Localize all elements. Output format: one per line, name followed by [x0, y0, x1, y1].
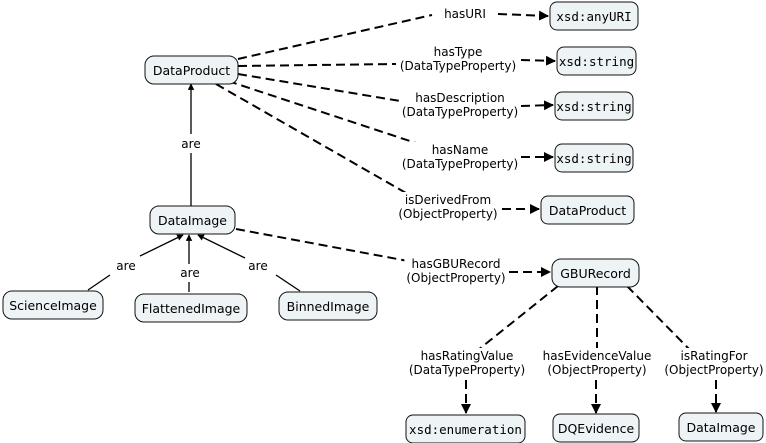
svg-text:xsd:enumeration: xsd:enumeration: [409, 422, 522, 437]
edge-line-is-rating-for-a: [626, 285, 691, 351]
node-data-product-derived[interactable]: DataProduct: [540, 195, 635, 225]
node-xsd-string-name[interactable]: xsd:string: [554, 143, 634, 173]
svg-text:DataProduct: DataProduct: [153, 63, 230, 78]
svg-text:FlattenedImage: FlattenedImage: [142, 301, 241, 316]
edge-line-has-gbu-record-a: [235, 228, 409, 262]
edge-label-has-type: hasType(DataTypeProperty): [400, 45, 516, 73]
edge-label-has-evidence-value: hasEvidenceValue(ObjectProperty): [543, 349, 652, 377]
edge-line-has-uri-b: [497, 10, 549, 21]
svg-text:xsd:string: xsd:string: [556, 99, 631, 114]
edge-label-has-uri: hasURI: [444, 7, 486, 21]
svg-text:DataProduct: DataProduct: [549, 203, 626, 218]
node-science-image[interactable]: ScienceImage: [2, 290, 104, 320]
svg-text:BinnedImage: BinnedImage: [287, 299, 370, 314]
edge-line-has-uri-a: [237, 14, 433, 60]
node-data-image-rating[interactable]: DataImage: [678, 412, 764, 442]
edge-label-background: [442, 6, 488, 22]
edge-label-background: [114, 258, 138, 274]
svg-text:xsd:string: xsd:string: [556, 151, 631, 166]
edge-line-has-type-a: [237, 63, 397, 67]
node-xsd-enumeration[interactable]: xsd:enumeration: [405, 414, 526, 443]
node-dq-evidence[interactable]: DQEvidence: [552, 413, 640, 443]
svg-text:xsd:anyURI: xsd:anyURI: [556, 9, 631, 24]
edge-line-science-are-a: [87, 274, 111, 291]
svg-text:xsd:string: xsd:string: [559, 54, 634, 69]
edge-label-background: [404, 256, 508, 286]
svg-text:GBURecord: GBURecord: [560, 266, 631, 281]
node-xsd-string-type[interactable]: xsd:string: [556, 46, 637, 76]
edge-label-background: [662, 348, 766, 378]
node-binned-image[interactable]: BinnedImage: [278, 291, 378, 321]
edge-label-background: [540, 348, 654, 378]
svg-text:DataImage: DataImage: [158, 213, 227, 228]
node-flattened-image[interactable]: FlattenedImage: [134, 293, 248, 323]
edge-label-science-are: are: [116, 259, 135, 273]
edge-label-background: [179, 136, 203, 152]
edge-label-has-gbu-record: hasGBURecord(ObjectProperty): [406, 257, 505, 285]
node-gbu-record[interactable]: GBURecord: [551, 258, 640, 288]
edge-label-background: [396, 192, 500, 222]
edge-line-has-rating-value-a: [477, 285, 559, 351]
node-data-image[interactable]: DataImage: [149, 205, 236, 235]
edge-label-background: [246, 258, 270, 274]
edge-line-science-are-b: [139, 234, 184, 257]
edge-line-has-description-b: [520, 100, 554, 111]
edge-label-has-rating-value: hasRatingValue(DataTypeProperty): [409, 349, 525, 377]
svg-text:ScienceImage: ScienceImage: [9, 298, 97, 313]
svg-text:DQEvidence: DQEvidence: [558, 421, 635, 436]
node-data-product[interactable]: DataProduct: [144, 55, 239, 85]
edge-line-is-derived-from-a: [215, 83, 407, 194]
node-xsd-anyuri[interactable]: xsd:anyURI: [549, 1, 639, 31]
edge-label-data-image-are: are: [181, 137, 200, 151]
edge-line-binned-are-a: [275, 274, 301, 292]
edge-label-background: [178, 265, 202, 281]
edge-label-background: [397, 44, 519, 74]
edge-line-has-name-a: [227, 80, 423, 146]
edge-label-is-derived-from: isDerivedFrom(ObjectProperty): [398, 193, 497, 221]
edge-line-binned-are-b: [197, 234, 246, 259]
node-xsd-string-description[interactable]: xsd:string: [554, 91, 634, 121]
edge-label-has-description: hasDescription(DataTypeProperty): [402, 91, 518, 119]
edge-label-flattened-are: are: [180, 266, 199, 280]
edge-label-background: [406, 348, 528, 378]
edge-label-is-rating-for: isRatingFor(ObjectProperty): [664, 349, 763, 377]
edge-label-has-name: hasName(DataTypeProperty): [402, 143, 518, 171]
edge-label-background: [399, 142, 521, 172]
edge-label-background: [399, 90, 521, 120]
edge-line-has-type-b: [520, 55, 556, 66]
edge-label-binned-are: are: [248, 259, 267, 273]
edge-line-has-description-a: [237, 73, 413, 104]
svg-text:DataImage: DataImage: [687, 420, 756, 435]
